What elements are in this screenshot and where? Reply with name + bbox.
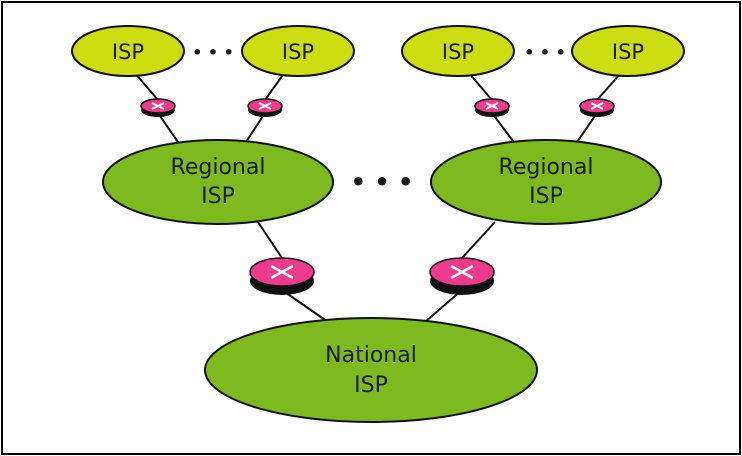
ellipsis-middle: • • • <box>351 168 414 196</box>
local-isp[interactable]: ISP <box>71 25 185 77</box>
regional-isp-label-line1: Regional <box>499 155 594 180</box>
link-router-regional2-b <box>574 112 598 146</box>
local-isp-label: ISP <box>282 40 314 64</box>
national-isp-label-line1: National <box>325 343 417 368</box>
regional-isp[interactable]: Regional ISP <box>430 139 662 225</box>
local-isp-label: ISP <box>442 40 474 64</box>
ellipsis-right: • • • <box>524 43 566 62</box>
router-icon <box>429 257 495 295</box>
link-router-national <box>281 289 329 323</box>
regional-isp[interactable]: Regional ISP <box>102 139 334 225</box>
router-icon <box>579 98 615 117</box>
ellipsis-left: • • • <box>192 43 234 62</box>
router-icon <box>247 98 283 117</box>
router-icon <box>249 257 315 295</box>
local-isp-label: ISP <box>112 40 144 64</box>
local-isp[interactable]: ISP <box>401 25 515 77</box>
local-isp-label: ISP <box>612 40 644 64</box>
regional-isp-label-line1: Regional <box>171 155 266 180</box>
link-router-regional1 <box>157 112 181 146</box>
router-icon <box>140 98 176 117</box>
link-router-regional1-b <box>243 112 266 146</box>
national-isp[interactable]: National ISP <box>204 317 538 423</box>
regional-isp-label-line2: ISP <box>201 184 235 209</box>
local-isp[interactable]: ISP <box>571 25 685 77</box>
regional-isp-label-line2: ISP <box>529 184 563 209</box>
link-router-regional2 <box>491 112 517 146</box>
link-router-national-b <box>424 289 463 323</box>
link-regional1-router <box>257 221 283 259</box>
local-isp[interactable]: ISP <box>241 25 355 77</box>
router-icon <box>474 98 510 117</box>
national-isp-label-line2: ISP <box>354 373 388 398</box>
link-regional2-router <box>461 221 496 259</box>
